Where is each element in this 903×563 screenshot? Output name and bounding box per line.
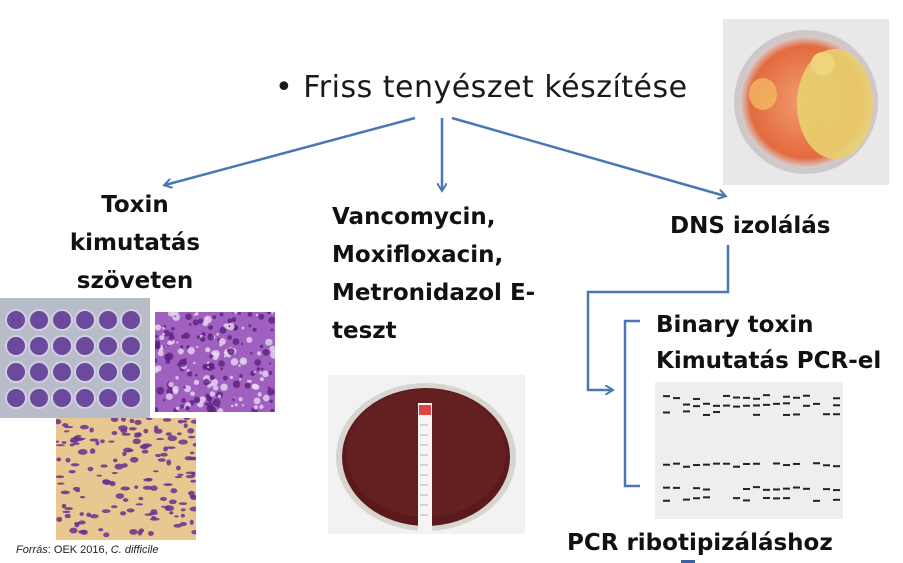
well-plate-image — [0, 298, 150, 418]
title-bullet: • — [275, 70, 294, 105]
antibiotic-line-1: Vancomycin, — [332, 204, 496, 230]
underline-mark — [681, 560, 695, 563]
binary-line-1: Binary toxin — [656, 312, 814, 338]
antibiotic-line-3: Metronidazol E- — [332, 280, 536, 306]
connector-dna-down — [586, 245, 730, 390]
antibiotic-line-2: Moxifloxacin, — [332, 242, 504, 268]
arrow-to-toxin — [165, 116, 416, 185]
source-prefix: Forrás — [16, 544, 48, 556]
page-title: • Friss tenyészet készítése — [275, 70, 688, 105]
toxin-label: Toxin kimutatás szöveten — [55, 186, 215, 300]
toxin-line-2: kimutatás — [69, 230, 201, 256]
binary-toxin-label: Binary toxin Kimutatás PCR-el — [656, 307, 881, 379]
dna-isolation-label: DNS izolálás — [670, 213, 831, 239]
gel-image — [655, 382, 843, 519]
tissue-stain-image — [155, 312, 275, 412]
ribotyping-label: PCR ribotipizáláshoz — [567, 530, 833, 556]
toxin-line-1: Toxin — [101, 192, 169, 218]
title-text: Friss tenyészet készítése — [303, 70, 688, 105]
antibiotics-label: Vancomycin, Moxifloxacin, Metronidazol E… — [332, 198, 562, 350]
binary-line-2: Kimutatás PCR-el — [656, 348, 882, 374]
source-note: Forrás: OEK 2016, C. difficile — [16, 544, 158, 556]
antibiotic-line-4: teszt — [332, 318, 397, 344]
source-species: C. difficile — [110, 544, 159, 556]
etest-plate-image — [328, 375, 525, 534]
toxin-line-3: szöveten — [76, 268, 194, 294]
bracket-binary — [623, 319, 640, 488]
culture-plate-image — [723, 19, 889, 185]
arrow-to-dna — [451, 116, 725, 196]
source-text: : OEK 2016, — [47, 544, 111, 556]
cell-stain-image — [56, 418, 196, 540]
